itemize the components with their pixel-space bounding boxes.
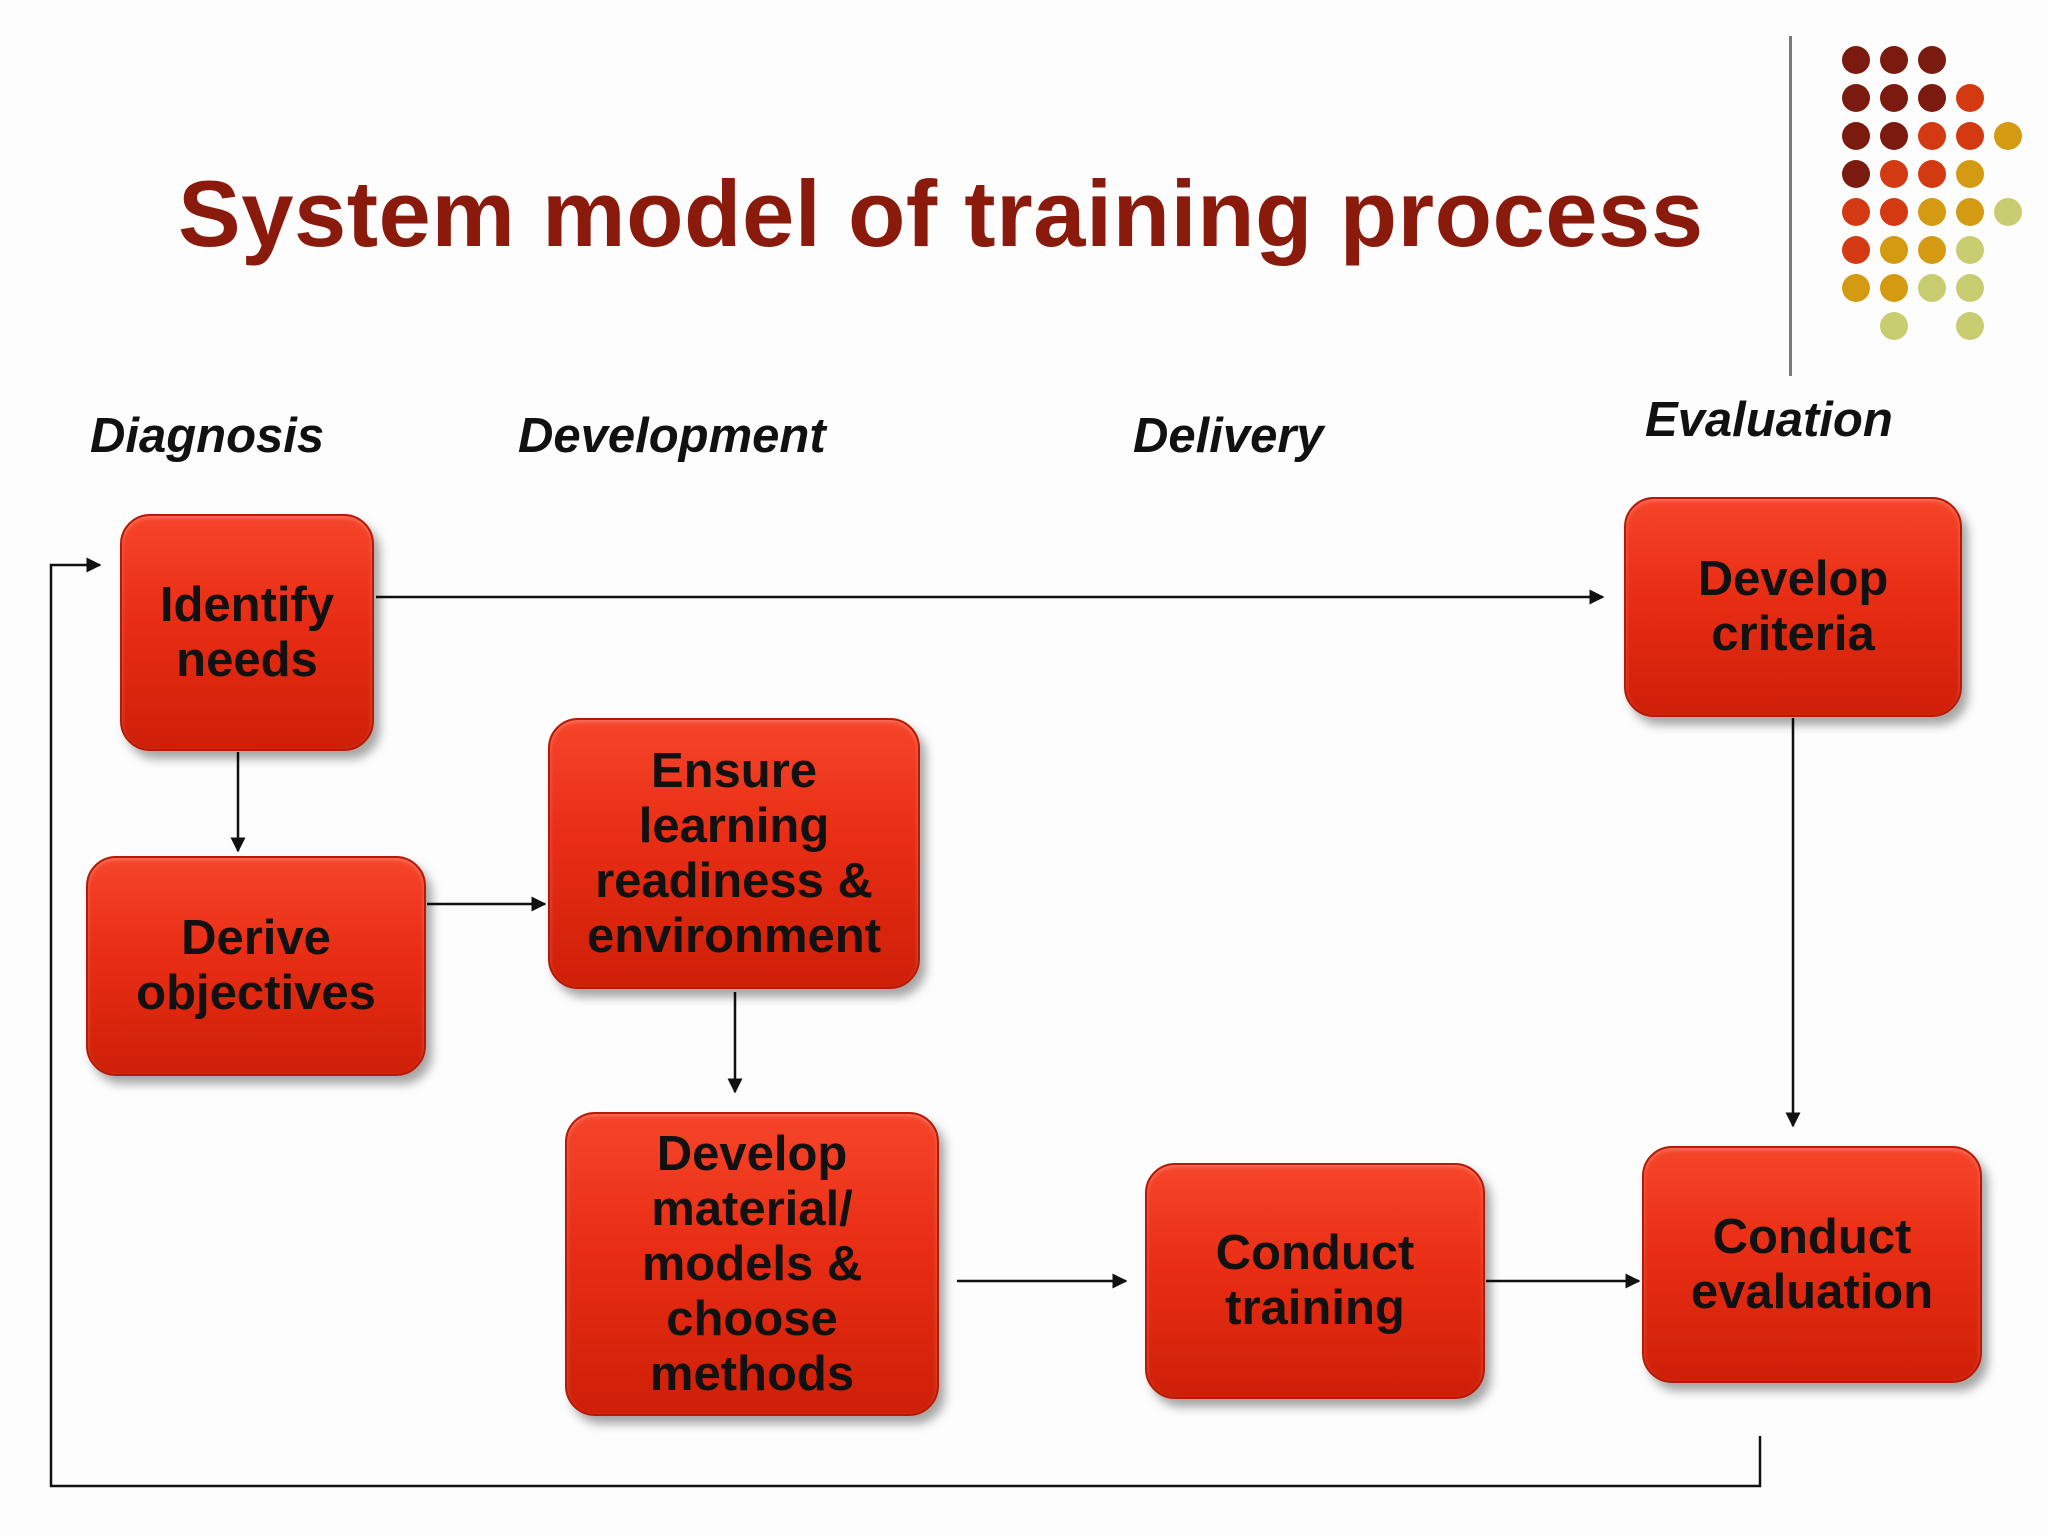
conduct-evaluation-box: Conduct evaluation (1642, 1146, 1982, 1383)
decorative-dot (1956, 236, 1984, 264)
decorative-dot (1956, 122, 1984, 150)
decorative-dot (1842, 274, 1870, 302)
decorative-dot (1956, 312, 1984, 340)
decorative-dot (1918, 274, 1946, 302)
decorative-dot (1918, 160, 1946, 188)
decorative-dot (1880, 198, 1908, 226)
decorative-dot (1842, 46, 1870, 74)
decorative-dot (1880, 312, 1908, 340)
feedback-loop-arrow (49, 557, 1762, 1488)
decorative-dot (1918, 84, 1946, 112)
slide-title: System model of training process (178, 161, 1704, 266)
decorative-dot (1842, 160, 1870, 188)
conduct-training-box: Conduct training (1145, 1163, 1485, 1399)
decorative-dot (1880, 274, 1908, 302)
decorative-dot (1956, 84, 1984, 112)
stage-label-delivery: Delivery (1133, 409, 1324, 463)
decorative-dot (1842, 198, 1870, 226)
decorative-dot (1918, 198, 1946, 226)
decorative-dot (1918, 236, 1946, 264)
stage-label-evaluation: Evaluation (1645, 393, 1893, 447)
decorative-divider (1789, 36, 1792, 376)
decorative-dot (1880, 84, 1908, 112)
decorative-dot (1880, 46, 1908, 74)
decorative-dot (1880, 160, 1908, 188)
decorative-dot (1918, 46, 1946, 74)
decorative-dot (1956, 198, 1984, 226)
decorative-dot (1880, 122, 1908, 150)
decorative-dot (1842, 236, 1870, 264)
decorative-dot (1956, 274, 1984, 302)
identify-needs-box: Identify needs (120, 514, 374, 751)
stage-label-development: Development (518, 409, 826, 463)
decorative-dot (1956, 160, 1984, 188)
decorative-dot (1994, 198, 2022, 226)
develop-material-box: Develop material/ models & choose method… (565, 1112, 939, 1416)
derive-objectives-box: Derive objectives (86, 856, 426, 1076)
decorative-dot (1918, 122, 1946, 150)
decorative-dot (1842, 122, 1870, 150)
stage-label-diagnosis: Diagnosis (90, 409, 325, 463)
decorative-dot (1842, 84, 1870, 112)
decorative-dot (1994, 122, 2022, 150)
ensure-learning-box: Ensure learning readiness & environment (548, 718, 920, 989)
develop-criteria-box: Develop criteria (1624, 497, 1962, 717)
decorative-dot (1880, 236, 1908, 264)
